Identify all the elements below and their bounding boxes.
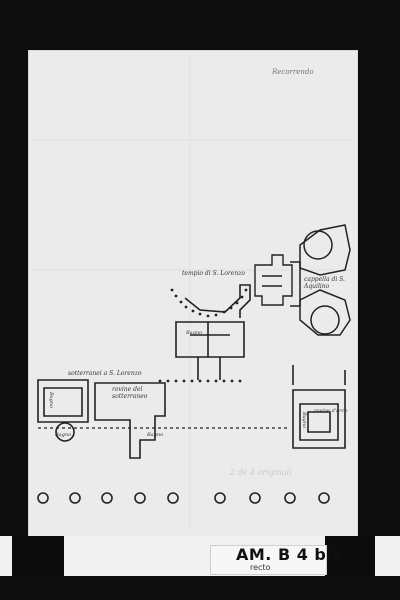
annotation-top-right: Recorrendo <box>272 68 314 76</box>
label-underground: sotterranei a S. Lorenzo <box>68 370 142 377</box>
column-circles <box>37 492 330 504</box>
drawing-sheet <box>28 50 358 544</box>
black-block-right <box>325 536 375 576</box>
church-dots <box>170 288 248 318</box>
archive-label-card <box>210 545 327 575</box>
dotted-line <box>158 379 242 383</box>
label-s-aquilino-chapel: cappella di S. Aquilino <box>304 276 345 290</box>
archive-code: AM. B 4 bis <box>236 545 343 564</box>
black-block-left <box>12 536 64 576</box>
wall-label: Bagno <box>55 432 72 438</box>
faint-text: 2 de 4 originali <box>230 468 292 477</box>
entrance-plan <box>254 254 293 306</box>
underground-plan <box>37 379 166 459</box>
ruins-plan <box>292 365 346 449</box>
wall-label: Bagno <box>301 412 307 429</box>
archive-side: recto <box>250 563 271 572</box>
wall-label: Bagno <box>48 392 54 409</box>
label-s-lorenzo-church: tempio di S. Lorenzo <box>182 270 245 277</box>
church-plan <box>175 284 251 380</box>
label-ruins-left: rovine del sotterraneo <box>112 386 148 400</box>
label-ruins-right: rovine d'arco <box>314 408 348 414</box>
wall-label: Bagno <box>147 432 164 438</box>
wall-label: Bagno <box>186 330 203 336</box>
chapel-plan <box>290 224 351 336</box>
